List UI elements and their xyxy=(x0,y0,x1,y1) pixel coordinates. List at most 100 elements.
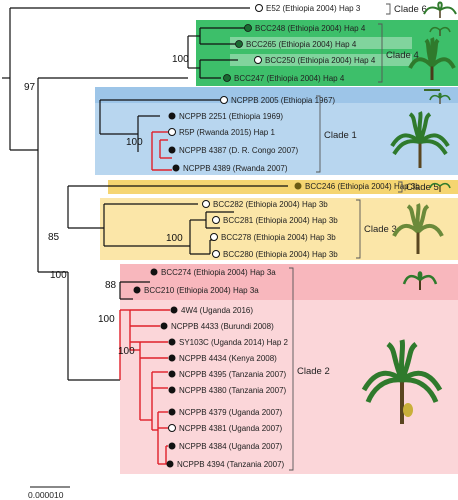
clade4-panel xyxy=(196,20,458,86)
tip-ncppb4395 xyxy=(168,370,176,378)
support-100-clade3: 100 xyxy=(166,233,183,244)
taxon-ncppb4384: NCPPB 4384 (Uganda 2007) xyxy=(179,442,283,451)
tip-bcc248 xyxy=(244,24,252,32)
tip-bcc280 xyxy=(212,250,220,258)
support-97: 97 xyxy=(24,82,36,93)
support-100-root2: 100 xyxy=(50,270,67,281)
taxon-bcc265: BCC265 (Ethiopia 2004) Hap 4 xyxy=(246,40,357,49)
clade-label-1: Clade 1 xyxy=(324,130,357,141)
plant-clade2-top-icon xyxy=(402,271,438,290)
clade-label-2: Clade 2 xyxy=(297,366,330,377)
taxon-ncppb4394: NCPPB 4394 (Tanzania 2007) xyxy=(177,460,285,469)
clade-label-6: Clade 6 xyxy=(394,4,427,15)
taxon-bcc282: BCC282 (Ethiopia 2004) Hap 3b xyxy=(213,200,328,209)
plant-clade4-small-icon xyxy=(429,26,451,36)
bracket-clade6 xyxy=(386,3,391,15)
tip-bcc210 xyxy=(133,286,141,294)
tip-ncppb2251 xyxy=(168,112,176,120)
support-values: 97 100 100 85 100 100 88 100 100 xyxy=(24,54,189,357)
plant-clade1-icon xyxy=(390,111,450,168)
tip-ncppb2005 xyxy=(220,96,228,104)
clade-label-5: Clade 5 xyxy=(406,182,439,193)
taxon-labels: E52 (Ethiopia 2004) Hap 3 BCC248 (Ethiop… xyxy=(144,4,420,469)
taxon-bcc250: BCC250 (Ethiopia 2004) Hap 4 xyxy=(265,56,376,65)
tip-bcc278 xyxy=(210,233,218,241)
taxon-ncppb4379: NCPPB 4379 (Uganda 2007) xyxy=(179,408,283,417)
taxon-ncppb4434: NCPPB 4434 (Kenya 2008) xyxy=(179,354,277,363)
clade-label-4: Clade 4 xyxy=(386,50,419,61)
branches-black xyxy=(2,7,288,381)
tip-ncppb4434 xyxy=(168,354,176,362)
clade2-top-band xyxy=(120,264,458,300)
tip-bcc282 xyxy=(202,200,210,208)
taxon-bcc248: BCC248 (Ethiopia 2004) Hap 4 xyxy=(255,24,366,33)
bracket-clade4 xyxy=(378,23,383,83)
tip-ncppb4380 xyxy=(168,386,176,394)
support-88: 88 xyxy=(105,280,117,291)
plant-clade1-small-icon xyxy=(429,92,451,104)
tip-ncppb4433 xyxy=(160,322,168,330)
taxon-bcc281: BCC281 (Ethiopia 2004) Hap 3b xyxy=(223,216,338,225)
tip-ncppb4381 xyxy=(168,424,176,432)
taxon-ncppb4381: NCPPB 4381 (Uganda 2007) xyxy=(179,424,283,433)
plant-clade4-icon xyxy=(408,37,456,91)
tip-ncppb4379 xyxy=(168,408,176,416)
clade4-band-light-2 xyxy=(230,54,412,66)
taxon-4w4: 4W4 (Uganda 2016) xyxy=(181,306,253,315)
scale-bar: 0.000010 xyxy=(28,486,70,500)
plant-clade2-icon xyxy=(361,339,443,424)
clade-brackets xyxy=(289,3,403,471)
bracket-clade3 xyxy=(356,199,361,259)
tip-bcc265 xyxy=(235,40,243,48)
clade4-band-light xyxy=(230,37,412,49)
tip-ncppb4387 xyxy=(168,146,176,154)
tip-ncppb4394 xyxy=(166,460,174,468)
taxon-bcc278: BCC278 (Ethiopia 2004) Hap 3b xyxy=(221,233,336,242)
tip-bcc246 xyxy=(294,182,302,190)
taxon-ncppb4433: NCPPB 4433 (Burundi 2008) xyxy=(171,322,274,331)
plant-clade3-icon xyxy=(392,203,444,254)
tip-markers xyxy=(133,4,302,468)
taxon-ncppb4389: NCPPB 4389 (Rwanda 2007) xyxy=(183,164,288,173)
clade5-panel xyxy=(108,180,458,194)
clade-label-3: Clade 3 xyxy=(364,224,397,235)
tip-r5p xyxy=(168,128,176,136)
taxon-ncppb4387: NCPPB 4387 (D. R. Congo 2007) xyxy=(179,146,299,155)
support-100-clade2a: 100 xyxy=(98,314,115,325)
scale-bar-label: 0.000010 xyxy=(28,490,64,500)
taxon-bcc274: BCC274 (Ethiopia 2004) Hap 3a xyxy=(161,268,276,277)
taxon-e52: E52 (Ethiopia 2004) Hap 3 xyxy=(266,4,361,13)
tip-4w4 xyxy=(170,306,178,314)
support-100-clade2b: 100 xyxy=(118,346,135,357)
taxon-bcc280: BCC280 (Ethiopia 2004) Hap 3b xyxy=(223,250,338,259)
support-100-clade1: 100 xyxy=(126,137,143,148)
taxon-bcc210: BCC210 (Ethiopia 2004) Hap 3a xyxy=(144,286,259,295)
taxon-bcc247: BCC247 (Ethiopia 2004) Hap 4 xyxy=(234,74,345,83)
tip-e52 xyxy=(255,4,263,12)
plant-clade6-icon xyxy=(423,1,457,18)
support-85: 85 xyxy=(48,232,60,243)
clade1-band xyxy=(95,87,458,103)
tip-ncppb4384 xyxy=(168,442,176,450)
branches-red-clade2 xyxy=(119,309,170,465)
taxon-bcc246: BCC246 (Ethiopia 2004) Hap 3b xyxy=(305,182,420,191)
taxon-sy103c: SY103C (Uganda 2014) Hap 2 xyxy=(179,338,289,347)
bracket-clade1 xyxy=(316,95,321,173)
plant-clade5-icon xyxy=(429,182,451,192)
branches-red-clade1 xyxy=(151,131,172,171)
bracket-clade5 xyxy=(398,181,403,193)
taxon-ncppb4380: NCPPB 4380 (Tanzania 2007) xyxy=(179,386,287,395)
taxon-ncppb2251: NCPPB 2251 (Ethiopia 1969) xyxy=(179,112,283,121)
tip-bcc250 xyxy=(254,56,262,64)
taxon-ncppb2005: NCPPB 2005 (Ethiopia 1967) xyxy=(231,96,335,105)
tip-bcc247 xyxy=(223,74,231,82)
tip-bcc274 xyxy=(150,268,158,276)
taxon-ncppb4395: NCPPB 4395 (Tanzania 2007) xyxy=(179,370,287,379)
tip-sy103c xyxy=(168,338,176,346)
support-100-clade4: 100 xyxy=(172,54,189,65)
bracket-clade2 xyxy=(289,267,294,471)
taxon-r5p: R5P (Rwanda 2015) Hap 1 xyxy=(179,128,275,137)
tip-bcc281b xyxy=(212,216,220,224)
